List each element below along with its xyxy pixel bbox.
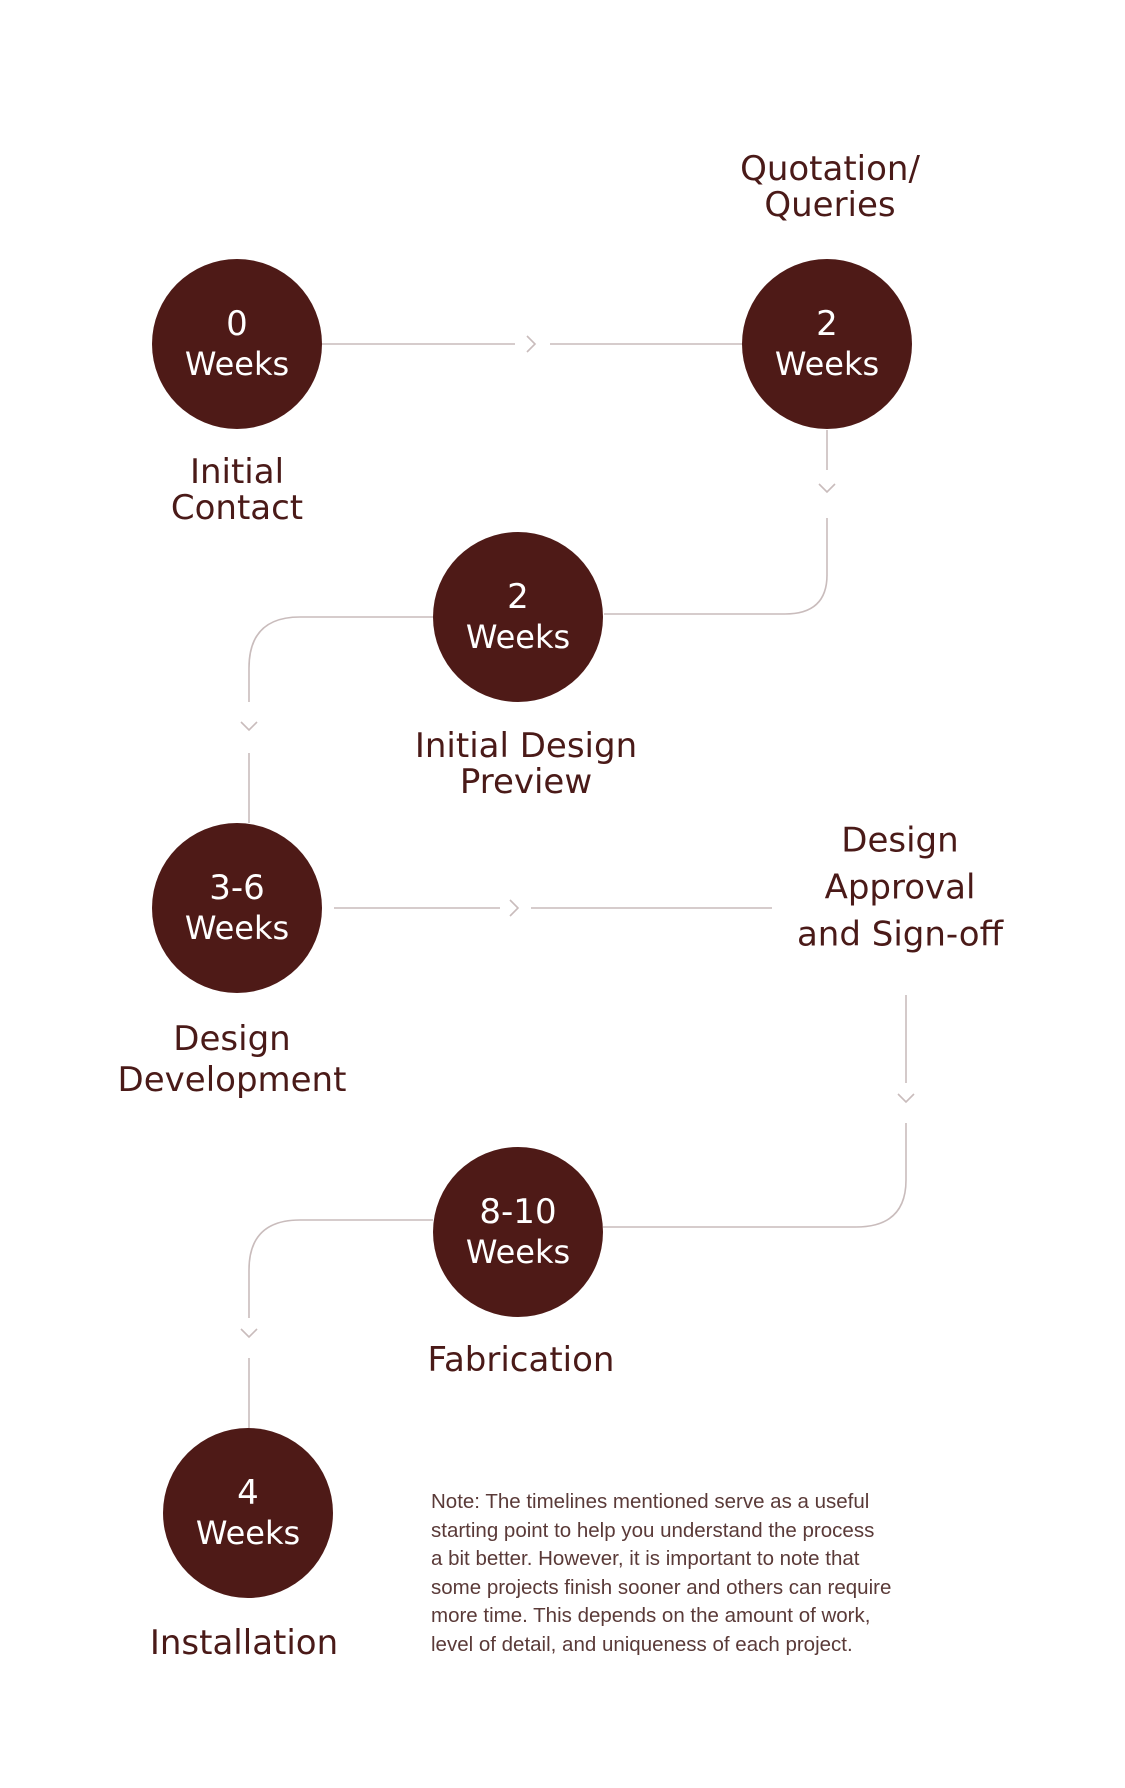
duration-unit: Weeks bbox=[195, 1514, 301, 1552]
step-label-installation: Installation bbox=[149, 1623, 339, 1663]
step-circle-installation: 4 Weeks bbox=[163, 1428, 333, 1598]
connector-4 bbox=[334, 899, 772, 917]
duration-unit: Weeks bbox=[184, 909, 290, 947]
timeline-note: Note: The timelines mentioned serve as a… bbox=[431, 1490, 892, 1656]
chevron-down-icon bbox=[818, 483, 836, 494]
connector-2 bbox=[604, 430, 836, 615]
step-label-design-approval: Design Approval and Sign-off bbox=[796, 820, 1004, 955]
chevron-right-icon bbox=[509, 899, 520, 917]
connector-6 bbox=[240, 1219, 433, 1428]
step-label-quotation: Quotation/ Queries bbox=[740, 149, 920, 225]
step-circle-quotation: 2 Weeks bbox=[742, 259, 912, 429]
duration: 4 bbox=[237, 1473, 259, 1513]
chevron-down-icon bbox=[240, 1328, 258, 1339]
step-label-design-development: Design Development bbox=[117, 1019, 347, 1100]
step-label-initial-design-preview: Initial Design Preview bbox=[414, 726, 638, 802]
step-circle-initial-contact: 0 Weeks bbox=[152, 259, 322, 429]
duration-unit: Weeks bbox=[774, 345, 880, 383]
connector-5 bbox=[603, 995, 915, 1228]
step-circle-initial-design-preview: 2 Weeks bbox=[433, 532, 603, 702]
duration: 0 bbox=[226, 304, 248, 344]
duration-unit: Weeks bbox=[465, 1233, 571, 1271]
connector-1 bbox=[322, 335, 742, 353]
step-label-initial-contact: Initial Contact bbox=[170, 452, 304, 528]
duration-unit: Weeks bbox=[184, 345, 290, 383]
duration-unit: Weeks bbox=[465, 618, 571, 656]
duration: 2 bbox=[507, 577, 529, 617]
duration: 3-6 bbox=[209, 868, 265, 908]
step-label-fabrication: Fabrication bbox=[427, 1340, 615, 1380]
duration: 2 bbox=[816, 304, 838, 344]
step-circle-design-development: 3-6 Weeks bbox=[152, 823, 322, 993]
step-circle-fabrication: 8-10 Weeks bbox=[433, 1147, 603, 1317]
chevron-down-icon bbox=[897, 1093, 915, 1104]
chevron-right-icon bbox=[526, 335, 537, 353]
duration: 8-10 bbox=[479, 1192, 557, 1232]
connector-3 bbox=[240, 616, 433, 823]
chevron-down-icon bbox=[240, 721, 258, 732]
